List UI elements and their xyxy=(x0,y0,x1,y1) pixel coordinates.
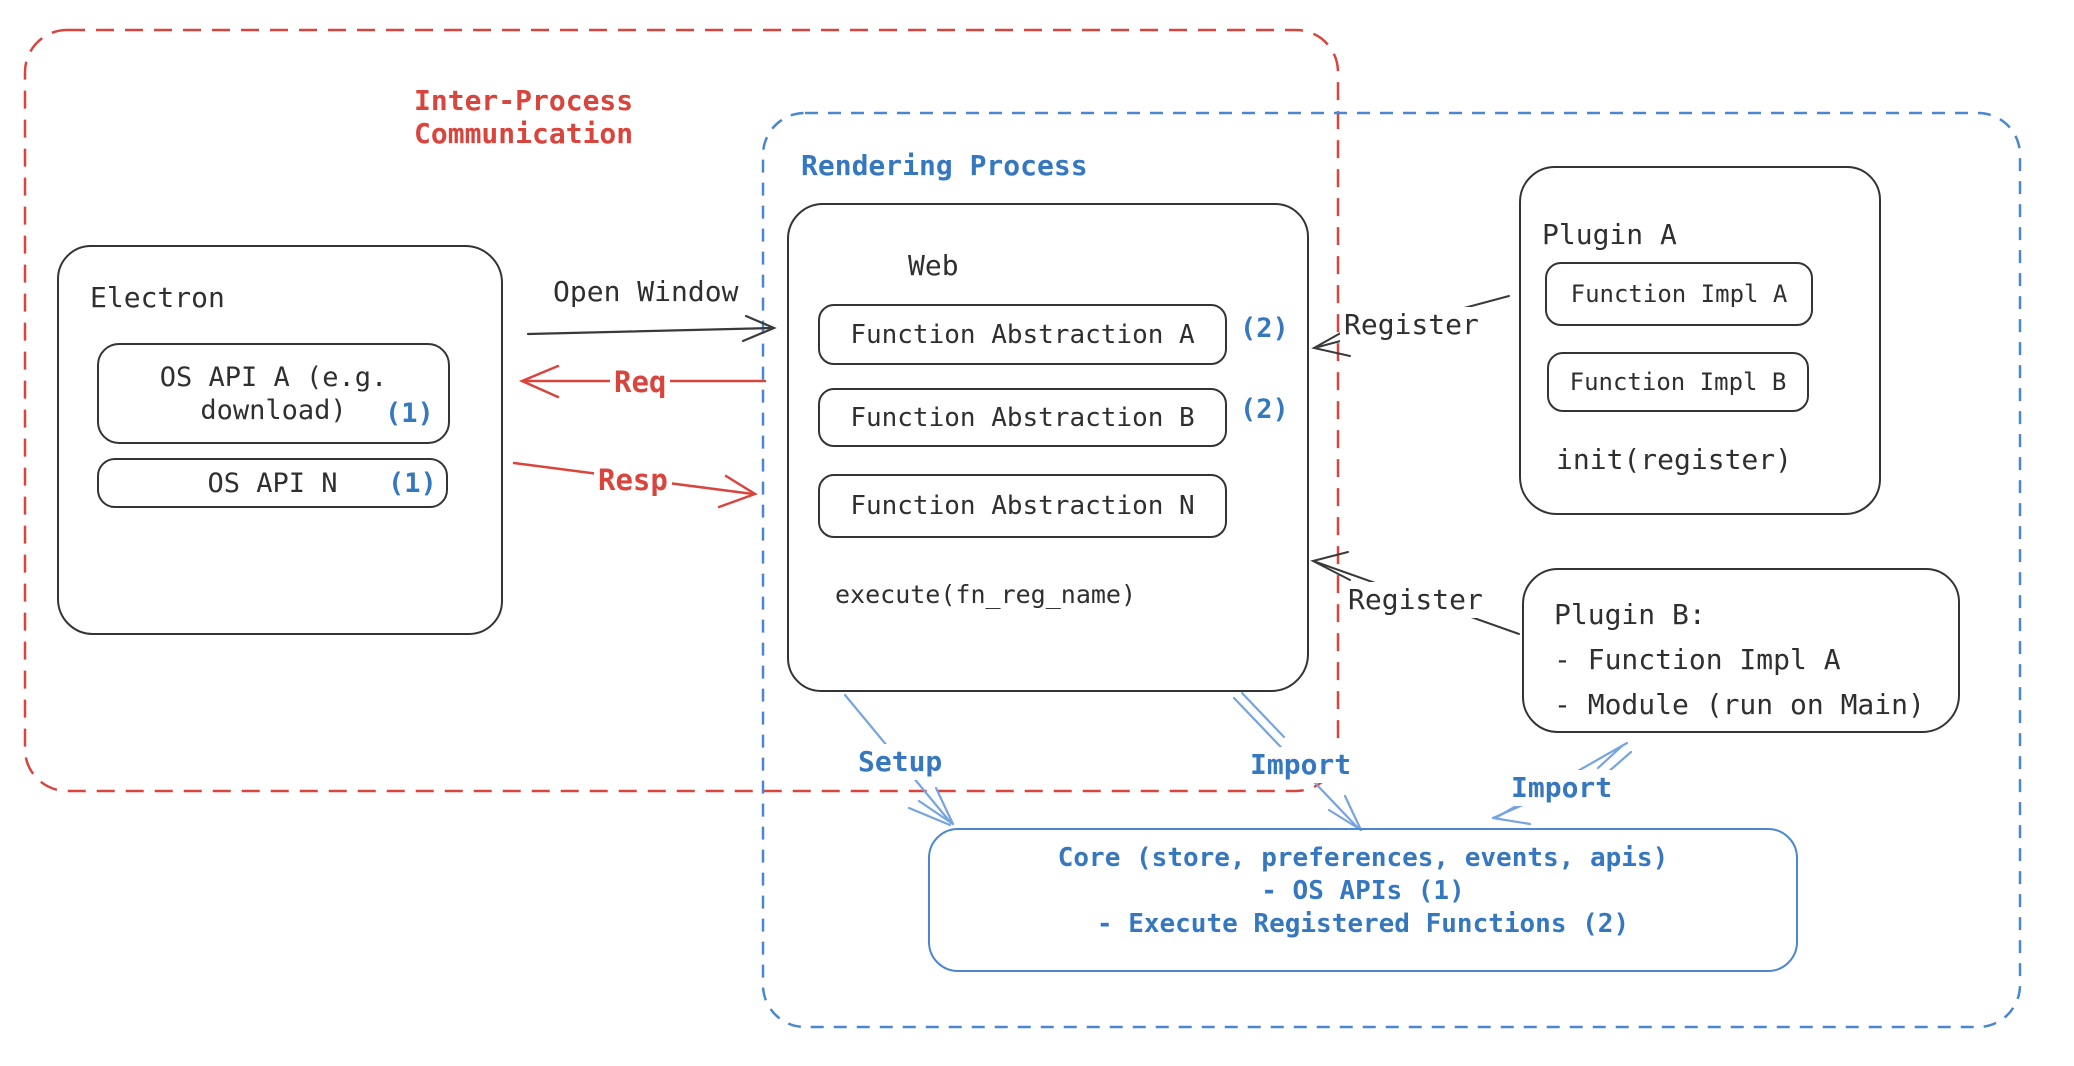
register-top-label: Register xyxy=(1340,307,1483,343)
function-abstraction-b-badge: (2) xyxy=(1240,394,1289,425)
plugin-b-box xyxy=(1522,568,1960,733)
function-abstraction-a-badge: (2) xyxy=(1240,313,1289,344)
register-bottom-label: Register xyxy=(1344,582,1487,618)
ipc-region-title: Inter-Process Communication xyxy=(414,84,634,150)
function-impl-a-label: Function Impl A xyxy=(1570,280,1788,308)
web-box xyxy=(787,203,1309,692)
setup-label: Setup xyxy=(854,744,947,780)
function-abstraction-a-label: Function Abstraction A xyxy=(850,319,1195,350)
open-window-label: Open Window xyxy=(553,275,739,308)
function-impl-b-label: Function Impl B xyxy=(1569,368,1787,396)
plugin-a-box xyxy=(1519,166,1881,515)
rendering-dashed-region xyxy=(761,111,2022,1029)
import-mid-label: Import xyxy=(1246,747,1356,783)
os-api-n-box: OS API N xyxy=(97,458,448,508)
os-api-a-label: OS API A (e.g. download) xyxy=(159,361,388,426)
init-register-label: init(register) xyxy=(1556,443,1793,476)
import-right-label: Import xyxy=(1507,770,1617,806)
rendering-region-title: Rendering Process xyxy=(801,149,1088,182)
function-abstraction-b-label: Function Abstraction B xyxy=(850,402,1195,433)
core-text: Core (store, preferences, events, apis) … xyxy=(1057,843,1669,939)
function-impl-a-box: Function Impl A xyxy=(1545,262,1813,326)
resp-label: Resp xyxy=(594,462,672,499)
core-box: Core (store, preferences, events, apis) … xyxy=(928,828,1798,972)
execute-label: execute(fn_reg_name) xyxy=(835,580,1137,609)
plugin-a-title: Plugin A xyxy=(1542,218,1677,251)
function-abstraction-b-box: Function Abstraction B xyxy=(818,388,1227,447)
os-api-a-box: OS API A (e.g. download) xyxy=(97,343,450,444)
open-window-arrow xyxy=(526,314,777,343)
os-api-n-badge: (1) xyxy=(388,468,437,499)
os-api-n-label: OS API N xyxy=(207,467,338,499)
electron-box xyxy=(57,245,503,635)
function-abstraction-a-box: Function Abstraction A xyxy=(818,304,1227,365)
os-api-a-badge: (1) xyxy=(385,398,434,429)
function-abstraction-n-label: Function Abstraction N xyxy=(850,491,1195,521)
web-title: Web xyxy=(908,249,959,282)
ipc-dashed-region xyxy=(23,28,1340,793)
electron-title: Electron xyxy=(90,281,225,314)
function-impl-b-box: Function Impl B xyxy=(1547,352,1809,412)
function-abstraction-n-box: Function Abstraction N xyxy=(818,474,1227,538)
plugin-b-text: Plugin B: - Function Impl A - Module (ru… xyxy=(1554,598,1925,721)
req-label: Req xyxy=(610,364,671,401)
